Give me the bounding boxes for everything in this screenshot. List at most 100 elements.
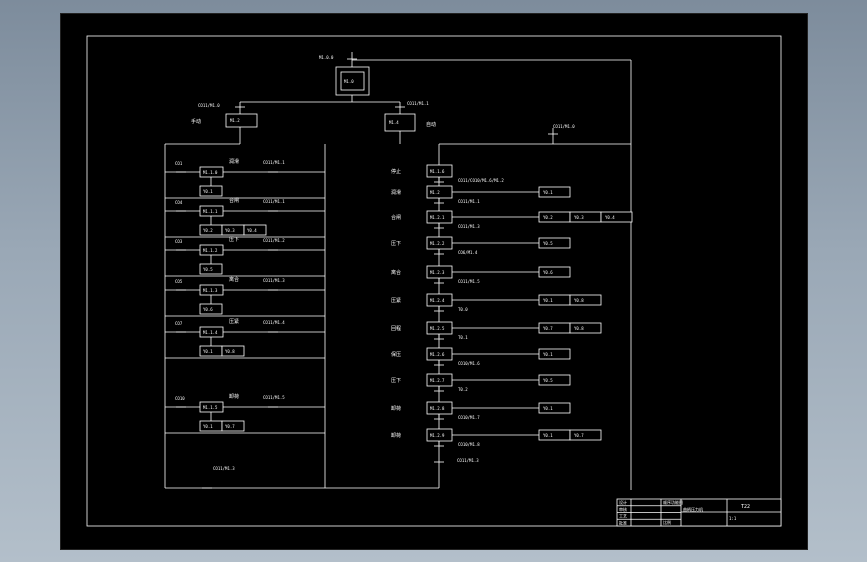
title-note: 比例 bbox=[663, 519, 671, 525]
auto-step-name-2: 合闸 bbox=[391, 214, 401, 221]
manual-reset-2: CO11/M1.2 bbox=[263, 238, 285, 243]
manual-output-5-1 bbox=[221, 420, 245, 432]
manual-step-label-1: M1.1.1 bbox=[203, 209, 218, 214]
auto-output-label-6-1: Y0.8 bbox=[574, 326, 584, 331]
auto-step-label-2: M1.2.1 bbox=[430, 215, 445, 220]
title-project: 顺序功能图 bbox=[663, 499, 683, 505]
auto-cond-8: T0.2 bbox=[458, 387, 468, 392]
auto-output-label-2-2: Y0.4 bbox=[605, 215, 615, 220]
manual-cond-4: CO7 bbox=[175, 321, 183, 326]
auto-step-name-7: 保压 bbox=[391, 351, 401, 358]
manual-cond-5: CO10 bbox=[175, 396, 185, 401]
title-row-label-0: 设计 bbox=[619, 499, 627, 505]
manual-reset-1: CO11/M1.1 bbox=[263, 199, 285, 204]
auto-step-label-10: M1.2.9 bbox=[430, 433, 445, 438]
manual-cond-0: CO1 bbox=[175, 161, 183, 166]
auto-output-6-1 bbox=[569, 322, 602, 334]
branch-condition-left: CO11/M1.0 bbox=[198, 103, 220, 108]
manual-step-name-1: 合闸 bbox=[229, 197, 239, 204]
auto-cond-10: CO10/M1.8 bbox=[458, 442, 480, 447]
manual-output-label-4-0: Y0.1 bbox=[203, 349, 213, 354]
manual-reset-3: CO11/M1.3 bbox=[263, 278, 285, 283]
auto-output-2-2 bbox=[600, 211, 633, 223]
manual-step-label-2: M1.1.2 bbox=[203, 248, 218, 253]
manual-output-label-2-0: Y0.5 bbox=[203, 267, 213, 272]
auto-cond-5: T0.0 bbox=[458, 307, 468, 312]
manual-output-label-0-0: Y0.1 bbox=[203, 189, 213, 194]
auto-output-10-1 bbox=[569, 429, 602, 441]
auto-output-label-9-0: Y0.1 bbox=[543, 406, 553, 411]
initial-step-inner bbox=[340, 71, 365, 91]
auto-output-label-10-0: Y0.1 bbox=[543, 433, 553, 438]
manual-output-0-0 bbox=[199, 185, 223, 197]
auto-output-8-0 bbox=[538, 374, 571, 386]
top-condition-label: M1.0.0 bbox=[319, 55, 334, 60]
manual-output-label-4-1: Y0.8 bbox=[225, 349, 235, 354]
auto-return-label: CO11/M1.3 bbox=[457, 458, 479, 463]
manual-reset-0: CO11/M1.1 bbox=[263, 160, 285, 165]
auto-step-name-8: 压下 bbox=[391, 378, 401, 384]
manual-output-label-1-1: Y0.3 bbox=[225, 228, 235, 233]
manual-output-4-1 bbox=[221, 345, 245, 357]
auto-step-name-5: 压紧 bbox=[391, 297, 401, 304]
auto-output-label-7-0: Y0.1 bbox=[543, 352, 553, 357]
auto-step-0 bbox=[426, 164, 453, 178]
auto-output-label-5-0: Y0.1 bbox=[543, 298, 553, 303]
branch-condition-right: CO11/M1.1 bbox=[407, 101, 429, 106]
auto-step-label-7: M1.2.6 bbox=[430, 352, 445, 357]
auto-output-label-6-0: Y0.7 bbox=[543, 326, 553, 331]
manual-mode-name: 手动 bbox=[191, 118, 201, 125]
manual-cond-3: CO5 bbox=[175, 279, 183, 284]
auto-mode-name: 自动 bbox=[426, 121, 436, 128]
manual-cond-1: CO4 bbox=[175, 200, 183, 205]
auto-cond-9: CO10/M1.7 bbox=[458, 415, 480, 420]
title-row-label-1: 审核 bbox=[619, 506, 627, 512]
auto-step-name-0: 停止 bbox=[391, 168, 401, 175]
auto-cond-4: CO11/M1.5 bbox=[458, 279, 480, 284]
manual-step-label-5: M1.1.5 bbox=[203, 405, 218, 410]
manual-output-label-5-0: Y0.1 bbox=[203, 424, 213, 429]
auto-output-label-2-0: Y0.2 bbox=[543, 215, 553, 220]
auto-step-name-4: 离合 bbox=[391, 269, 401, 276]
initial-step-label: M1.0 bbox=[344, 79, 354, 84]
auto-cond-7: CO10/M1.6 bbox=[458, 361, 480, 366]
manual-cond-2: CO3 bbox=[175, 239, 183, 244]
manual-step-name-3: 离合 bbox=[229, 276, 239, 283]
manual-return-label: CO11/M1.3 bbox=[213, 466, 235, 471]
title-scale: 1:1 bbox=[729, 516, 737, 521]
auto-output-3-0 bbox=[538, 237, 571, 249]
auto-step-label-4: M1.2.3 bbox=[430, 270, 445, 275]
auto-step-name-6: 回程 bbox=[391, 325, 401, 332]
manual-step-label-3: M1.1.3 bbox=[203, 288, 218, 293]
auto-output-label-2-1: Y0.3 bbox=[574, 215, 584, 220]
manual-step-name-0: 润滑 bbox=[229, 158, 239, 165]
auto-cond-1: CO11/M1.1 bbox=[458, 199, 480, 204]
title-row-label-3: 批准 bbox=[619, 519, 627, 525]
auto-cond-6: T0.1 bbox=[458, 335, 468, 340]
manual-step-name-5: 卸荷 bbox=[229, 393, 239, 400]
manual-output-2-0 bbox=[199, 263, 223, 275]
manual-step-name-2: 压下 bbox=[229, 237, 239, 243]
manual-mode-step-label: M1.2 bbox=[230, 118, 240, 123]
manual-step-name-4: 压紧 bbox=[229, 318, 239, 325]
manual-step-label-4: M1.1.4 bbox=[203, 330, 218, 335]
auto-step-label-8: M1.2.7 bbox=[430, 378, 445, 383]
auto-cond-2: CO11/M1.3 bbox=[458, 224, 480, 229]
auto-output-label-10-1: Y0.7 bbox=[574, 433, 584, 438]
auto-output-label-4-0: Y0.6 bbox=[543, 270, 553, 275]
auto-output-7-0 bbox=[538, 348, 571, 360]
auto-output-label-3-0: Y0.5 bbox=[543, 241, 553, 246]
auto-step-name-1: 润滑 bbox=[391, 189, 401, 196]
auto-cond-3: CO6/M1.4 bbox=[458, 250, 478, 255]
auto-step-label-0: M1.1.6 bbox=[430, 169, 445, 174]
auto-output-1-0 bbox=[538, 186, 571, 198]
manual-output-3-0 bbox=[199, 303, 223, 315]
manual-output-label-1-0: Y0.2 bbox=[203, 228, 213, 233]
auto-step-label-9: M1.2.8 bbox=[430, 406, 445, 411]
auto-mode-step-label: M1.4 bbox=[389, 120, 399, 125]
manual-mode-step bbox=[225, 113, 258, 128]
manual-reset-4: CO11/M1.4 bbox=[263, 320, 285, 325]
